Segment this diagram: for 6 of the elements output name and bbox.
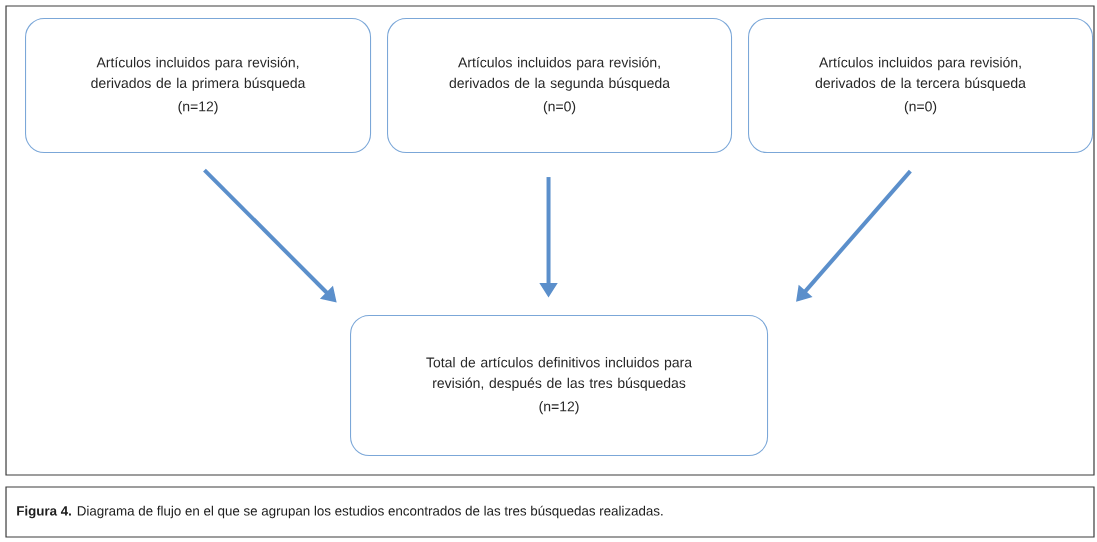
arrow [796,169,912,302]
process-box: Artículos incluidos para revisión, derivados de la primera búsqueda (n=12) [25,18,372,154]
caption: Figura 4. Diagrama de flujo en el que se agrupan los estudios encontrados de las tres búsquedas realizadas. [17,505,663,519]
process-box: Total de artículos definitivos incluidos para revisión, después de las tres búsquedas (n=12) [350,315,769,457]
process-box: Artículos incluidos para revisión, derivados de la segunda búsqueda (n=0) [387,18,733,154]
process-box: Artículos incluidos para revisión, derivados de la tercera búsqueda (n=0) [748,18,1094,154]
